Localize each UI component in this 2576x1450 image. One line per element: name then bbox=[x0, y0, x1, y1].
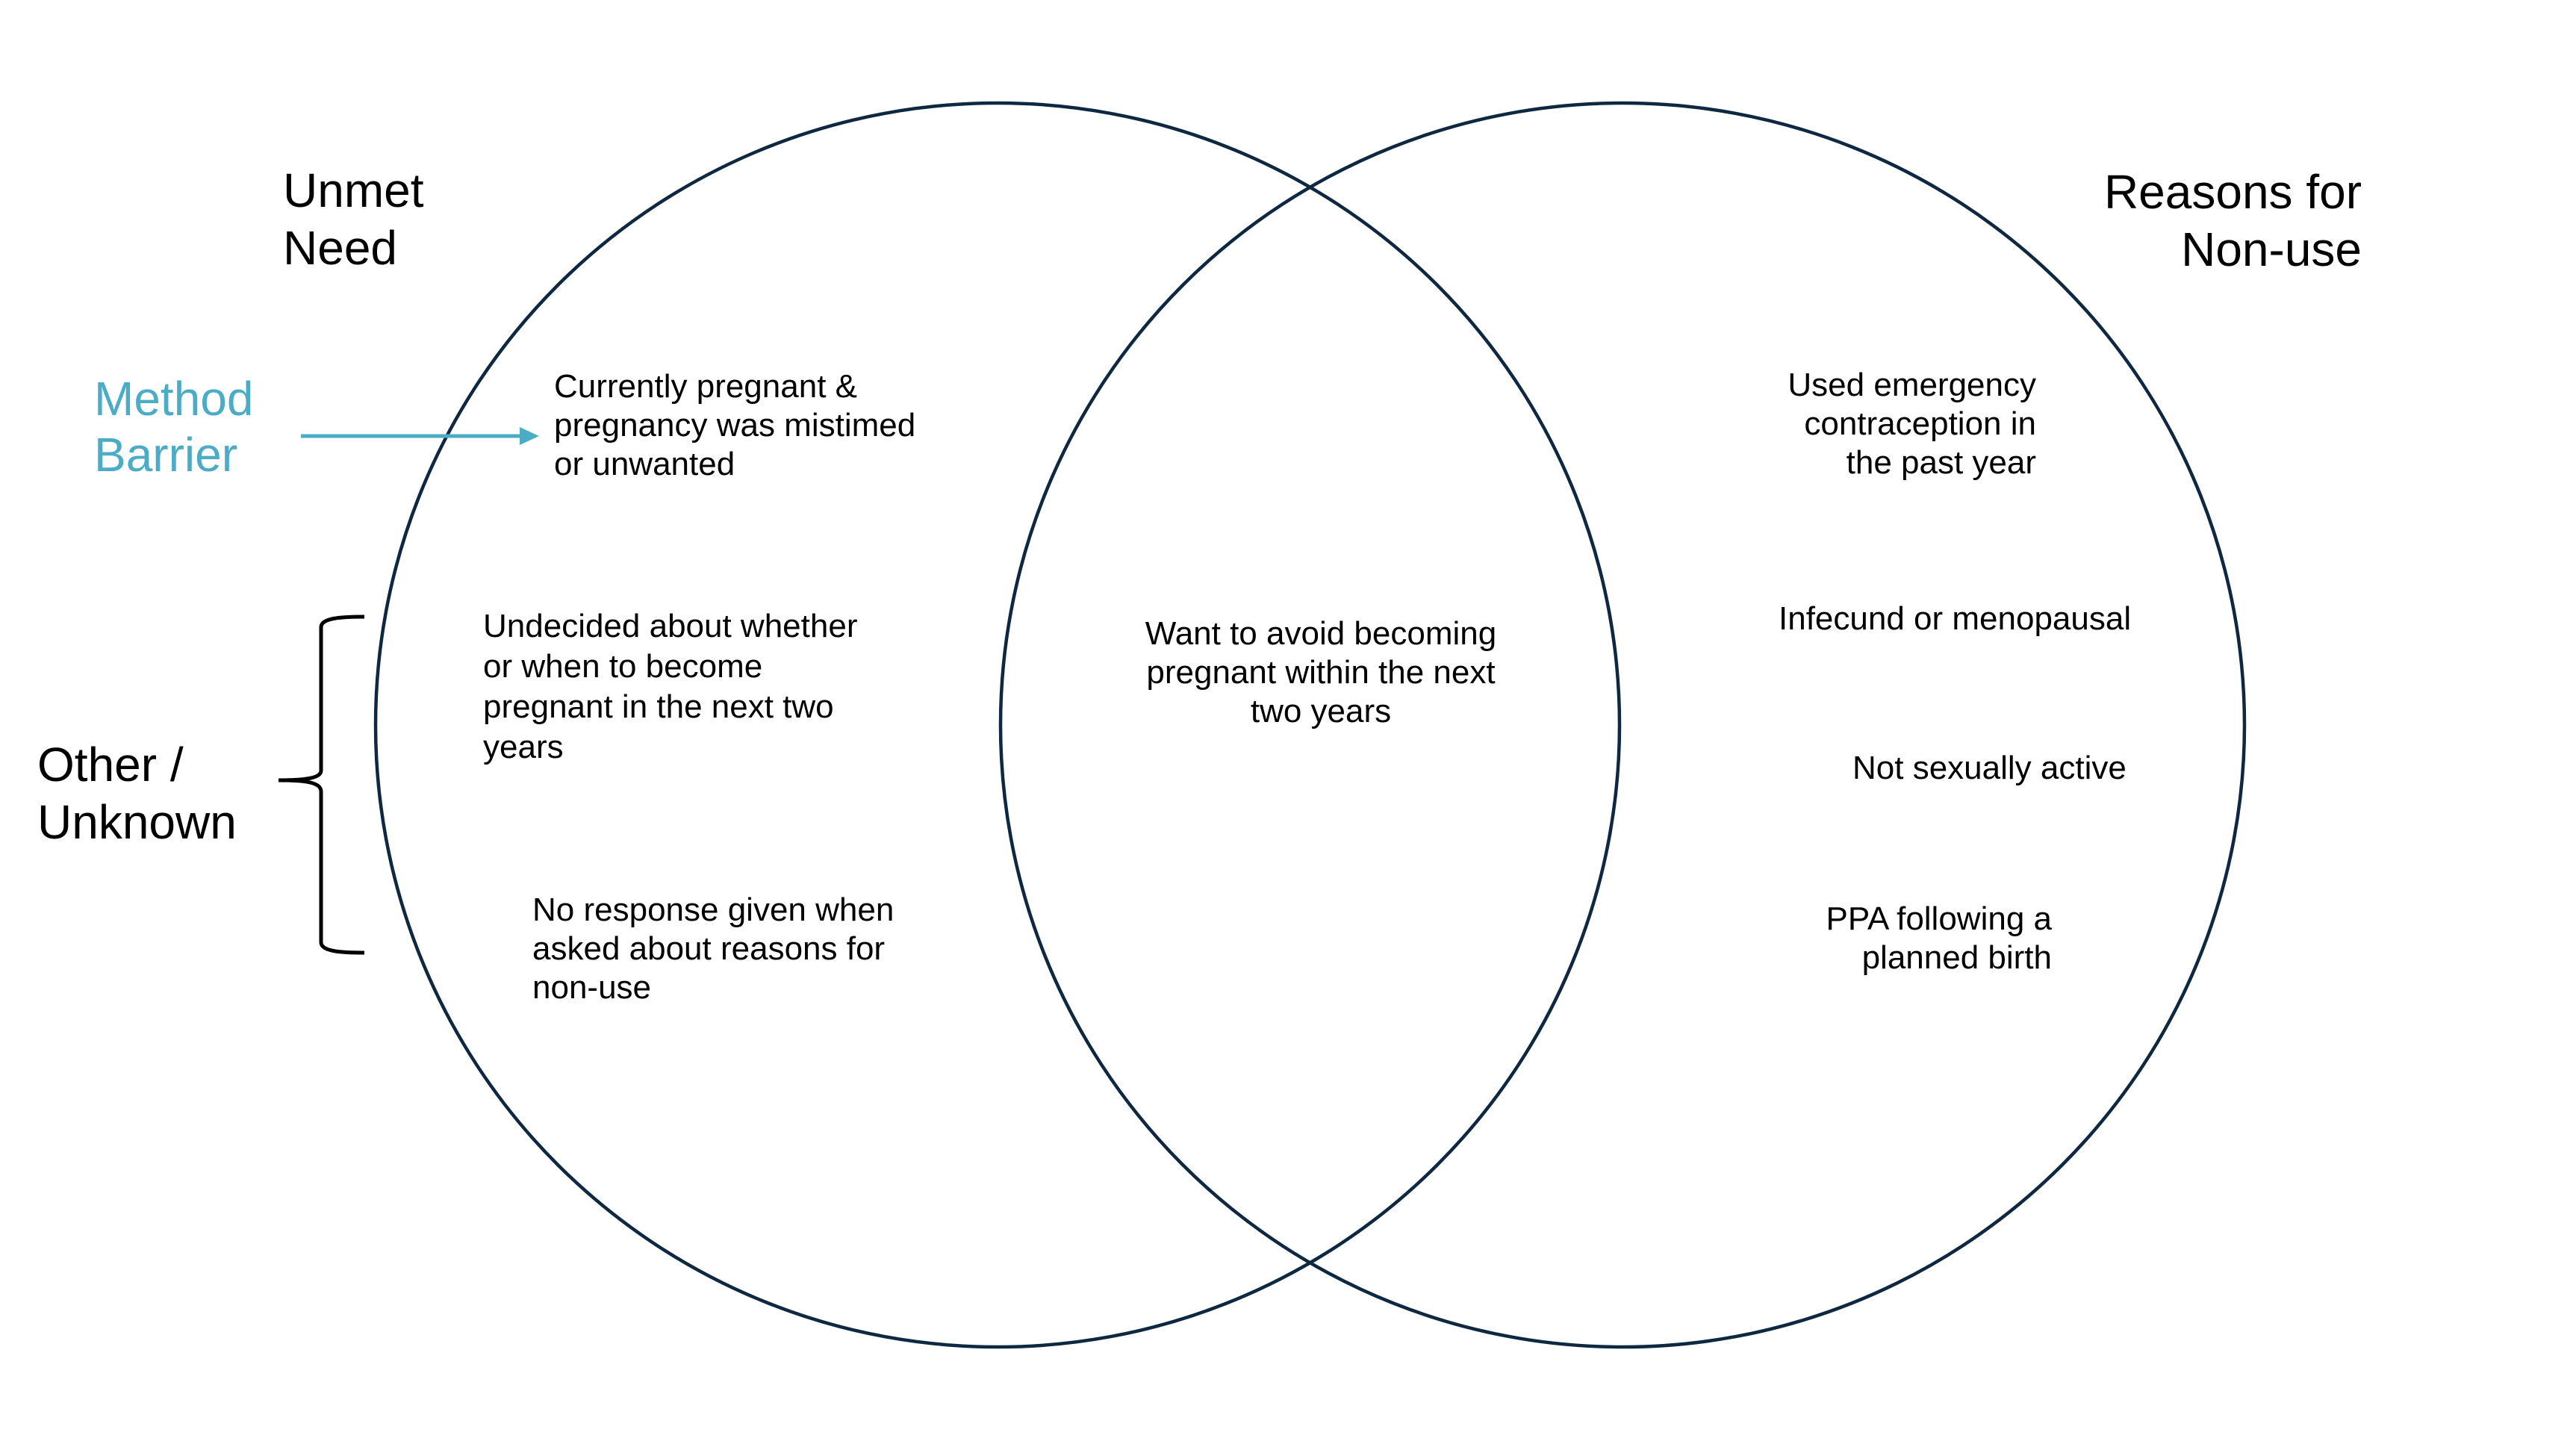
arrow-head bbox=[520, 427, 539, 445]
item-line: or unwanted bbox=[554, 446, 735, 482]
item-line: pregnancy was mistimed bbox=[554, 407, 916, 444]
item-line: No response given when bbox=[532, 892, 895, 928]
item-line: non-use bbox=[532, 969, 652, 1006]
right-set-title-line: Non-use bbox=[2181, 223, 2362, 276]
other-unknown-label-line: Unknown bbox=[37, 795, 237, 849]
right-item-not-sexually-active: Not sexually active bbox=[1852, 749, 2127, 788]
item-line: Currently pregnant & bbox=[554, 368, 857, 405]
curly-brace-icon bbox=[278, 614, 365, 955]
item-line: pregnant in the next two bbox=[483, 688, 834, 725]
other-unknown-label: Other /Unknown bbox=[37, 736, 237, 851]
item-line: Undecided about whether bbox=[483, 608, 858, 644]
left-item-undecided: Undecided about whether or when to become… bbox=[483, 606, 857, 768]
item-line: Used emergency bbox=[1788, 367, 2036, 403]
left-item-currently-pregnant: Currently pregnant &pregnancy was mistim… bbox=[554, 367, 915, 484]
item-line: years bbox=[483, 729, 564, 765]
item-line: two years bbox=[1250, 693, 1392, 729]
item-line: pregnant within the next bbox=[1146, 654, 1496, 691]
item-line: the past year bbox=[1846, 444, 2036, 481]
left-set-title-line: Unmet bbox=[283, 164, 424, 217]
right-item-infecund: Infecund or menopausal bbox=[1779, 600, 2131, 638]
left-circle-unmet-need bbox=[373, 101, 1622, 1349]
item-line: PPA following a bbox=[1826, 900, 2052, 937]
item-line: Want to avoid becoming bbox=[1145, 615, 1497, 652]
item-line: planned birth bbox=[1861, 939, 2052, 976]
method-barrier-label-line: Method bbox=[94, 372, 254, 426]
method-barrier-label-line: Barrier bbox=[94, 428, 238, 482]
left-set-title-line: Need bbox=[283, 221, 397, 275]
item-line: Not sexually active bbox=[1852, 750, 2127, 786]
right-circle-reasons-for-non-use bbox=[998, 101, 2247, 1349]
right-set-title-line: Reasons for bbox=[2103, 165, 2362, 219]
other-unknown-label-line: Other / bbox=[37, 738, 184, 791]
item-line: asked about reasons for bbox=[532, 930, 886, 967]
item-line: Infecund or menopausal bbox=[1779, 600, 2132, 637]
item-line: or when to become bbox=[483, 648, 763, 685]
arrow-right-icon bbox=[301, 427, 539, 445]
item-line: contraception in bbox=[1804, 405, 2036, 442]
